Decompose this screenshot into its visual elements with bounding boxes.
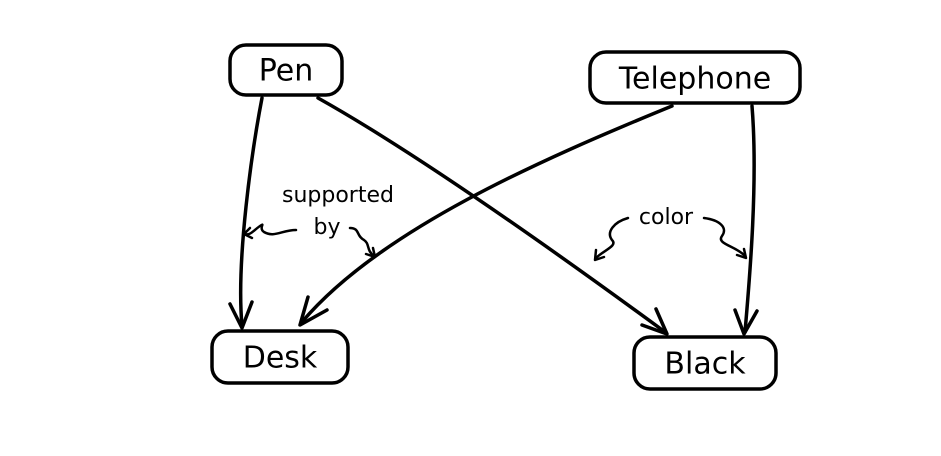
pointer-head-supported-left: [242, 226, 254, 240]
pointer-color-to-pen-black: [594, 216, 630, 260]
node-desk: Desk: [210, 329, 350, 385]
edge-telephone-black: [743, 104, 756, 334]
node-pen: Pen: [228, 43, 344, 97]
label-pointers: [242, 216, 748, 262]
pointer-supported-to-telephone-desk: [348, 226, 376, 258]
node-telephone-box: [588, 50, 802, 105]
edges: [228, 96, 759, 336]
arrowhead-telephone-black: [733, 308, 759, 336]
arrowhead-pen-black: [640, 307, 669, 336]
node-pen-box: [228, 43, 344, 97]
edge-pen-black: [316, 96, 667, 334]
edge-telephone-desk: [300, 104, 674, 324]
pointer-color-to-telephone-black: [702, 216, 747, 258]
node-black-box: [632, 335, 778, 391]
label-supported: supported: [282, 183, 394, 208]
node-black: Black: [632, 335, 778, 391]
label-color: color: [639, 205, 694, 230]
label-by: by: [314, 215, 341, 240]
edge-pen-desk: [238, 96, 264, 328]
pointer-head-supported-right: [364, 246, 377, 259]
node-telephone: Telephone: [588, 50, 802, 105]
arrowhead-pen-desk: [228, 300, 254, 330]
node-telephone-label: Telephone: [618, 62, 771, 97]
arrowhead-telephone-desk: [298, 295, 329, 327]
node-desk-box: [210, 329, 350, 385]
node-desk-label: Desk: [243, 341, 318, 376]
pointer-head-color-left: [593, 248, 606, 262]
pointer-head-color-right: [735, 247, 748, 260]
node-black-label: Black: [664, 347, 746, 382]
pointer-supported-to-pen-desk: [243, 223, 298, 236]
node-pen-label: Pen: [259, 54, 314, 89]
edge-labels: supported by color: [282, 183, 694, 240]
